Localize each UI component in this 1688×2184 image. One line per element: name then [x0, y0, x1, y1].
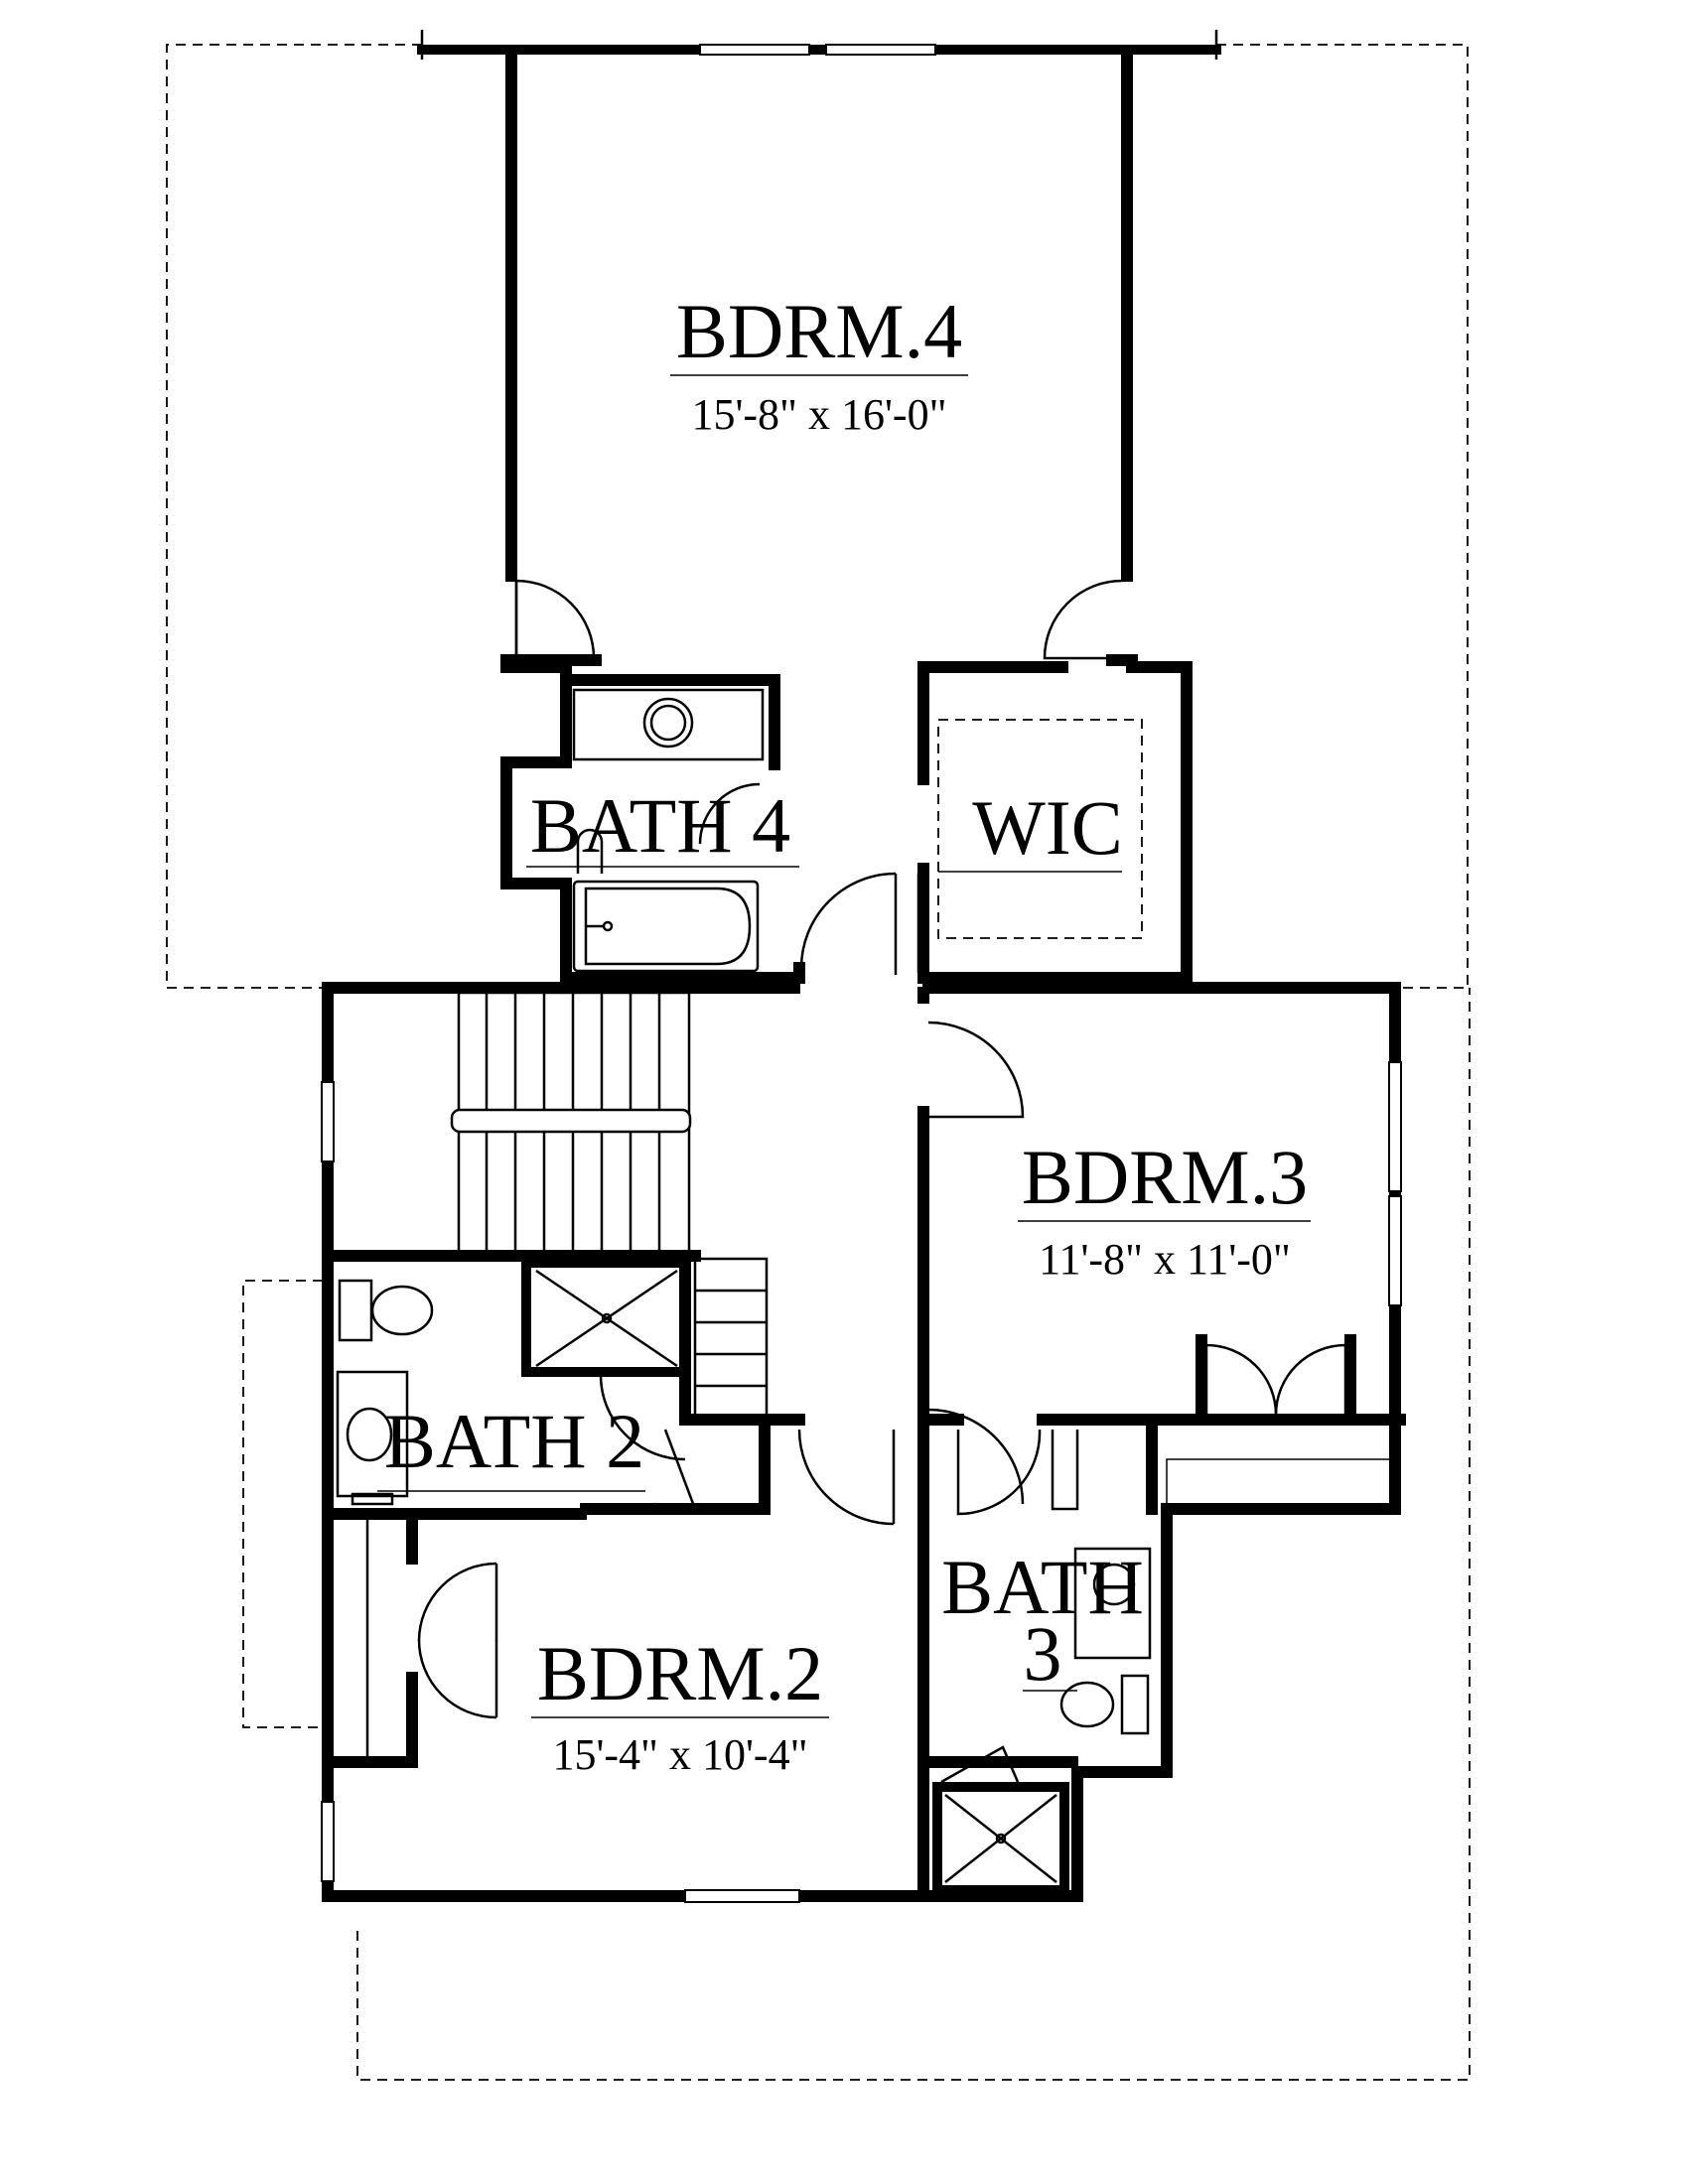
- bath3-name-line1: BATH: [941, 1544, 1144, 1630]
- bdrm4-dims: 15'-8" x 16'-0": [691, 390, 946, 439]
- bdrm3-name: BDRM.3: [1022, 1134, 1308, 1220]
- wic-walls: [799, 661, 1193, 984]
- roof-outline: [166, 44, 1471, 2081]
- bath4-fixtures: [526, 688, 799, 973]
- wic-label: WIC: [938, 784, 1123, 873]
- bdrm3-closet-doors: [1204, 1343, 1347, 1416]
- bdrm4-doors: [514, 579, 1123, 660]
- bdrm4-name: BDRM.4: [676, 288, 962, 374]
- bath3-label: BATH 3: [941, 1544, 1144, 1697]
- bdrm2-closet: [365, 1519, 498, 1762]
- bdrm2-label: BDRM.2 15'-4" x 10'-4": [531, 1630, 829, 1779]
- bath2-name: BATH 2: [384, 1398, 644, 1484]
- wic-name: WIC: [972, 784, 1123, 871]
- bdrm4-walls: [500, 49, 1138, 666]
- bdrm2-name: BDRM.2: [537, 1630, 823, 1716]
- staircase: [450, 991, 769, 1420]
- bdrm3-label: BDRM.3 11'-8" x 11'-0": [1018, 1134, 1311, 1284]
- hall-doors: [797, 1021, 1025, 1526]
- bdrm3-dims: 11'-8" x 11'-0": [1039, 1235, 1291, 1284]
- top-wall: [417, 30, 1221, 60]
- bath2-fixtures: [336, 1258, 697, 1511]
- windows: [321, 1061, 1402, 1903]
- bath3-fixtures: [932, 1429, 1152, 1895]
- bdrm2-dims: 15'-4" x 10'-4": [552, 1730, 807, 1779]
- bdrm4-label: BDRM.4 15'-8" x 16'-0": [670, 288, 968, 439]
- bath4-name: BATH 4: [530, 782, 790, 869]
- bath3-name-line2: 3: [1024, 1610, 1062, 1697]
- bath4-walls: [500, 661, 805, 984]
